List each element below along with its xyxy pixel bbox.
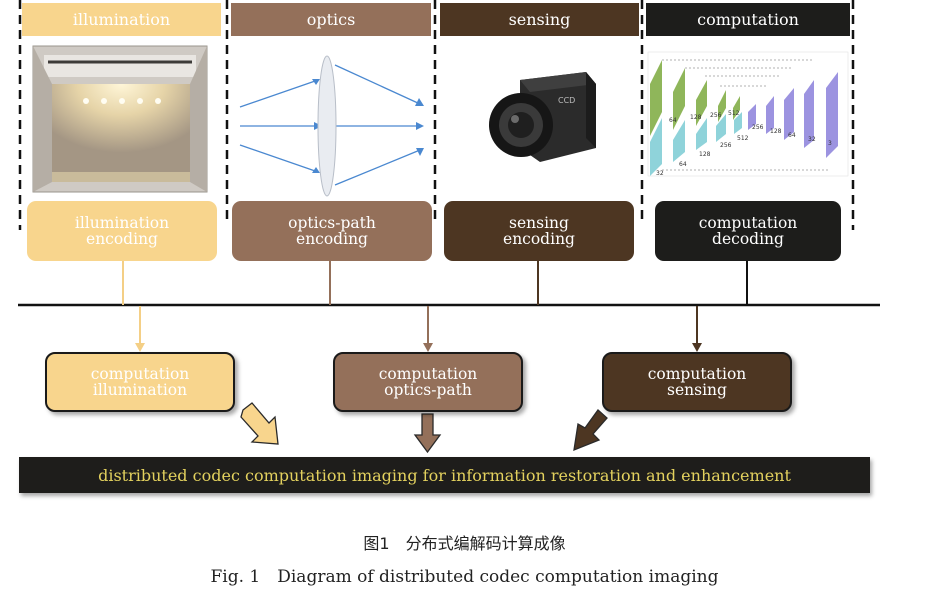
optics-path-encoding-box: optics-path encoding [232, 201, 432, 261]
caption-english: Fig. 1 Diagram of distributed codec comp… [210, 567, 719, 587]
net-label-dec-2: 64 [788, 132, 796, 139]
ccd-label: CCD [558, 96, 576, 105]
block-arrow-sensing [573, 409, 608, 452]
net-label-enc-bot-3: 256 [720, 142, 732, 149]
net-label-enc-bot-2: 128 [699, 151, 711, 158]
net-label-enc-bot-1: 64 [679, 161, 687, 168]
computation-illumination-box: computation illumination [45, 352, 235, 412]
illumination-encoding-box: illumination encoding [27, 201, 217, 261]
block-arrow-illumination [240, 402, 279, 445]
result-banner: distributed codec computation imaging fo… [19, 457, 870, 493]
net-label-dec-1: 128 [770, 128, 782, 135]
computation-decoding-box: computation decoding [655, 201, 841, 261]
sensing-encoding-box: sensing encoding [444, 201, 634, 261]
header-computation: computation [646, 3, 850, 36]
net-label-enc-bot-4: 512 [737, 135, 749, 142]
net-label-dec-3: 32 [808, 136, 816, 143]
net-label-enc-top-0: 64 [669, 117, 677, 124]
header-optics: optics [231, 3, 431, 36]
net-label-enc-top-1: 128 [690, 114, 702, 121]
computation-optics-path-box: computation optics-path [333, 352, 523, 412]
net-label-enc-top-3: 512 [728, 110, 740, 117]
header-sensing: sensing [440, 3, 639, 36]
net-label-dec-0: 256 [752, 124, 764, 131]
net-label-enc-bot-0: 32 [656, 170, 664, 177]
block-arrow-optics-path [413, 413, 442, 454]
header-illumination: illumination [22, 3, 221, 36]
net-label-enc-top-2: 256 [710, 112, 722, 119]
net-label-dec-4: 3 [828, 140, 832, 147]
arrow-to-computation-optics-path [423, 306, 433, 352]
caption-chinese: 图1 分布式编解码计算成像 [363, 534, 566, 553]
computation-sensing-box: computation sensing [602, 352, 792, 412]
arrow-to-computation-illumination [135, 306, 145, 352]
arrow-to-computation-sensing [692, 306, 702, 352]
